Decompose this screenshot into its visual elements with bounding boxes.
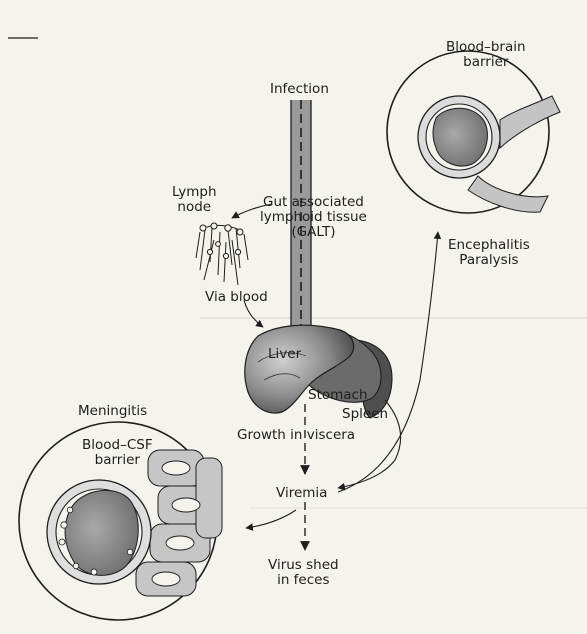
label-blood-csf-barrier: Blood–CSF barrier bbox=[82, 438, 153, 468]
label-viremia: Viremia bbox=[276, 486, 327, 501]
label-blood-csf-line1: Blood–CSF bbox=[82, 438, 153, 453]
label-growth-in-viscera: Growth in viscera bbox=[237, 428, 355, 443]
label-stomach: Stomach bbox=[308, 388, 368, 403]
label-cns-outcomes: Encephalitis Paralysis bbox=[448, 238, 530, 268]
label-virus-shed-line2: in feces bbox=[268, 573, 339, 588]
label-virus-shed-line1: Virus shed bbox=[268, 558, 339, 573]
label-via-blood: Via blood bbox=[205, 290, 268, 305]
label-blood-brain-line2: barrier bbox=[446, 55, 526, 70]
label-liver: Liver bbox=[268, 347, 301, 362]
label-lymph-node: Lymph node bbox=[172, 185, 217, 215]
label-blood-csf-line2: barrier bbox=[82, 453, 153, 468]
label-lymph-node-line2: node bbox=[172, 200, 217, 215]
label-lymph-node-line1: Lymph bbox=[172, 185, 217, 200]
label-paralysis: Paralysis bbox=[448, 253, 530, 268]
label-galt-line1: Gut associated bbox=[260, 195, 367, 210]
label-galt: Gut associated lymphoid tissue (GALT) bbox=[260, 195, 367, 240]
label-spleen: Spleen bbox=[342, 407, 388, 422]
label-blood-brain-line1: Blood–brain bbox=[446, 40, 526, 55]
label-infection: Infection bbox=[270, 82, 329, 97]
label-galt-line2: lymphoid tissue bbox=[260, 210, 367, 225]
lymph-node-cluster bbox=[196, 223, 248, 285]
label-meningitis: Meningitis bbox=[78, 404, 147, 419]
label-virus-shed: Virus shed in feces bbox=[268, 558, 339, 588]
label-galt-line3: (GALT) bbox=[260, 225, 367, 240]
viscera-organs bbox=[245, 325, 392, 418]
label-encephalitis: Encephalitis bbox=[448, 238, 530, 253]
label-blood-brain-barrier: Blood–brain barrier bbox=[446, 40, 526, 70]
arrow-to-meningitis bbox=[246, 510, 296, 528]
blood-brain-barrier-inset bbox=[387, 51, 560, 213]
